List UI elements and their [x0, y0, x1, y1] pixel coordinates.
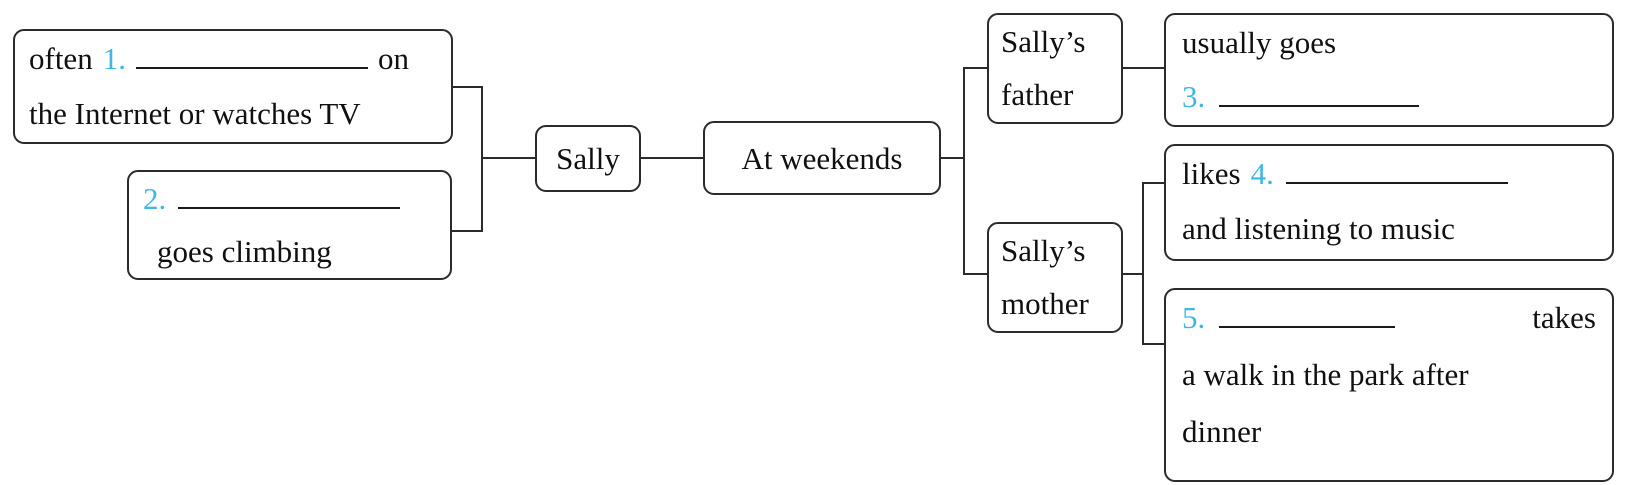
box3-number: 3. [1182, 79, 1206, 114]
connector-to-mother [963, 273, 989, 275]
goes-climbing-box[interactable]: 2. goes climbing [127, 170, 452, 280]
connector-sally-to-weekends [640, 157, 705, 159]
blank-4[interactable] [1285, 182, 1508, 184]
internet-tv-box[interactable]: often 1. on the Internet or watches TV [13, 29, 453, 144]
box4-text-before: likes [1182, 156, 1241, 191]
connector-father-to-box3 [1122, 67, 1166, 69]
box1-number: 1. [102, 41, 126, 76]
at-weekends-label: At weekends [741, 140, 903, 176]
box5-line3: dinner [1182, 414, 1262, 449]
likes-listening-box[interactable]: likes 4. and listening to music [1164, 144, 1614, 261]
connector-left-to-sally [481, 157, 537, 159]
box5-text-after: takes [1532, 300, 1596, 335]
connector-mother-stub [1122, 273, 1144, 275]
blank-2[interactable] [178, 207, 401, 209]
box4-line2: and listening to music [1182, 211, 1455, 246]
father-line2: father [1001, 77, 1074, 112]
connector-weekends-stub [940, 157, 965, 159]
box2-line2: goes climbing [157, 234, 332, 269]
at-weekends-box[interactable]: At weekends [703, 121, 941, 195]
box2-number: 2. [143, 181, 167, 216]
box5-number: 5. [1182, 300, 1206, 335]
box3-line1: usually goes [1182, 25, 1337, 60]
connector-to-father [963, 67, 989, 69]
connector-mother-spine [1142, 182, 1144, 345]
box5-line2: a walk in the park after [1182, 357, 1469, 392]
sallys-mother-box[interactable]: Sally’s mother [987, 222, 1123, 333]
mother-line1: Sally’s [1001, 233, 1086, 268]
mother-line2: mother [1001, 286, 1089, 321]
sally-label: Sally [556, 141, 620, 176]
box1-line2: the Internet or watches TV [29, 96, 361, 131]
takes-a-walk-box[interactable]: 5. takes a walk in the park after dinner [1164, 288, 1614, 482]
connector-to-box4 [1142, 182, 1166, 184]
sally-box[interactable]: Sally [535, 125, 641, 192]
box4-number: 4. [1250, 156, 1274, 191]
connector-parents-spine [963, 67, 965, 275]
blank-1[interactable] [135, 67, 368, 69]
connector-left-spine [481, 86, 483, 232]
connector-box1-stub [452, 86, 483, 88]
box1-text-after: on [377, 41, 409, 76]
blank-3[interactable] [1219, 105, 1420, 107]
box1-text-before: often [29, 41, 93, 76]
connector-box2-stub [452, 230, 483, 232]
usually-goes-box[interactable]: usually goes 3. [1164, 13, 1614, 127]
father-line1: Sally’s [1001, 24, 1086, 59]
blank-5[interactable] [1219, 326, 1396, 328]
connector-to-box5 [1142, 343, 1166, 345]
sallys-father-box[interactable]: Sally’s father [987, 13, 1123, 124]
